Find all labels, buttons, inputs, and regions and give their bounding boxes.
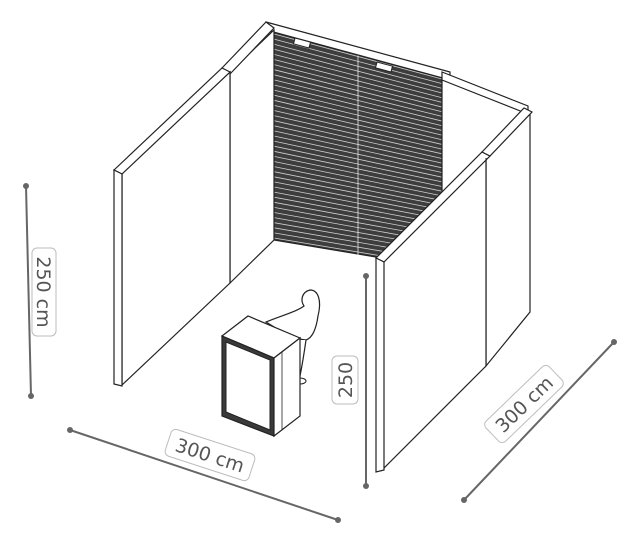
spotlight-icon bbox=[374, 61, 394, 73]
spotlight-icon bbox=[292, 37, 312, 49]
back-slatwall bbox=[265, 21, 451, 269]
corner-height-dimension: 250 bbox=[331, 273, 369, 489]
left-wall bbox=[112, 67, 232, 387]
counter-podium bbox=[220, 315, 302, 438]
width-dimension: 300 cm bbox=[67, 427, 341, 523]
depth-label: 300 cm bbox=[491, 372, 558, 437]
height-dimension: 250 cm bbox=[23, 183, 57, 399]
height-label: 250 cm bbox=[32, 256, 54, 327]
corner-height-label: 250 bbox=[335, 362, 357, 398]
left-back-panel bbox=[221, 21, 275, 285]
right-wall bbox=[374, 107, 533, 473]
